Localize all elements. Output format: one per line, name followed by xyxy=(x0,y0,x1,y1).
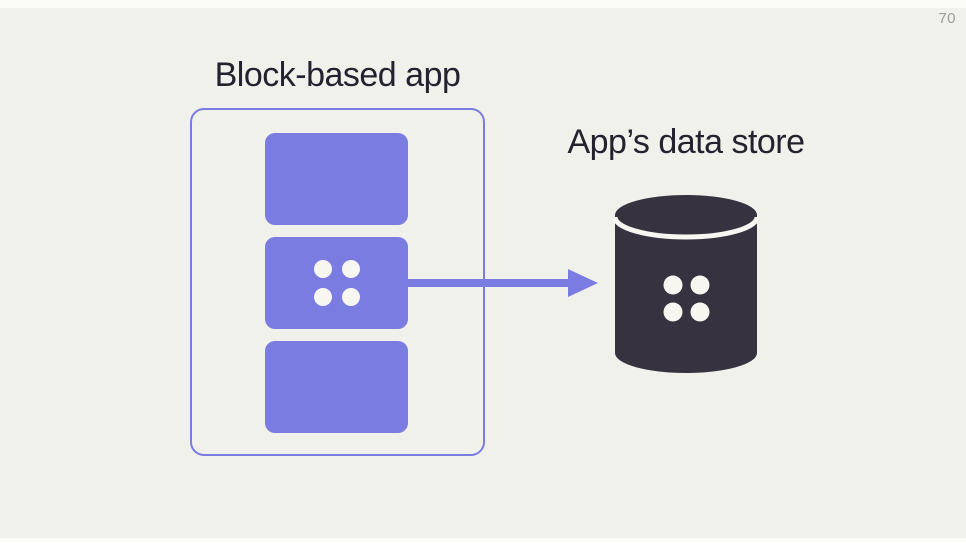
slide-top-edge xyxy=(0,0,966,8)
four-dots-icon xyxy=(313,260,360,306)
dot xyxy=(341,260,360,278)
dot xyxy=(341,288,360,306)
database-cylinder-icon xyxy=(612,195,760,373)
app-block-top xyxy=(265,133,408,225)
app-block-middle xyxy=(265,237,408,329)
datastore-label: App’s data store xyxy=(567,123,805,161)
app-title: Block-based app xyxy=(214,56,461,94)
dot xyxy=(313,288,332,306)
slide-page-number: 70 xyxy=(938,10,956,27)
app-block-bottom xyxy=(265,341,408,433)
dot xyxy=(313,260,332,278)
arrow-right-icon xyxy=(568,269,598,297)
arrow-shaft xyxy=(406,279,570,287)
slide-bottom-edge xyxy=(0,538,966,543)
